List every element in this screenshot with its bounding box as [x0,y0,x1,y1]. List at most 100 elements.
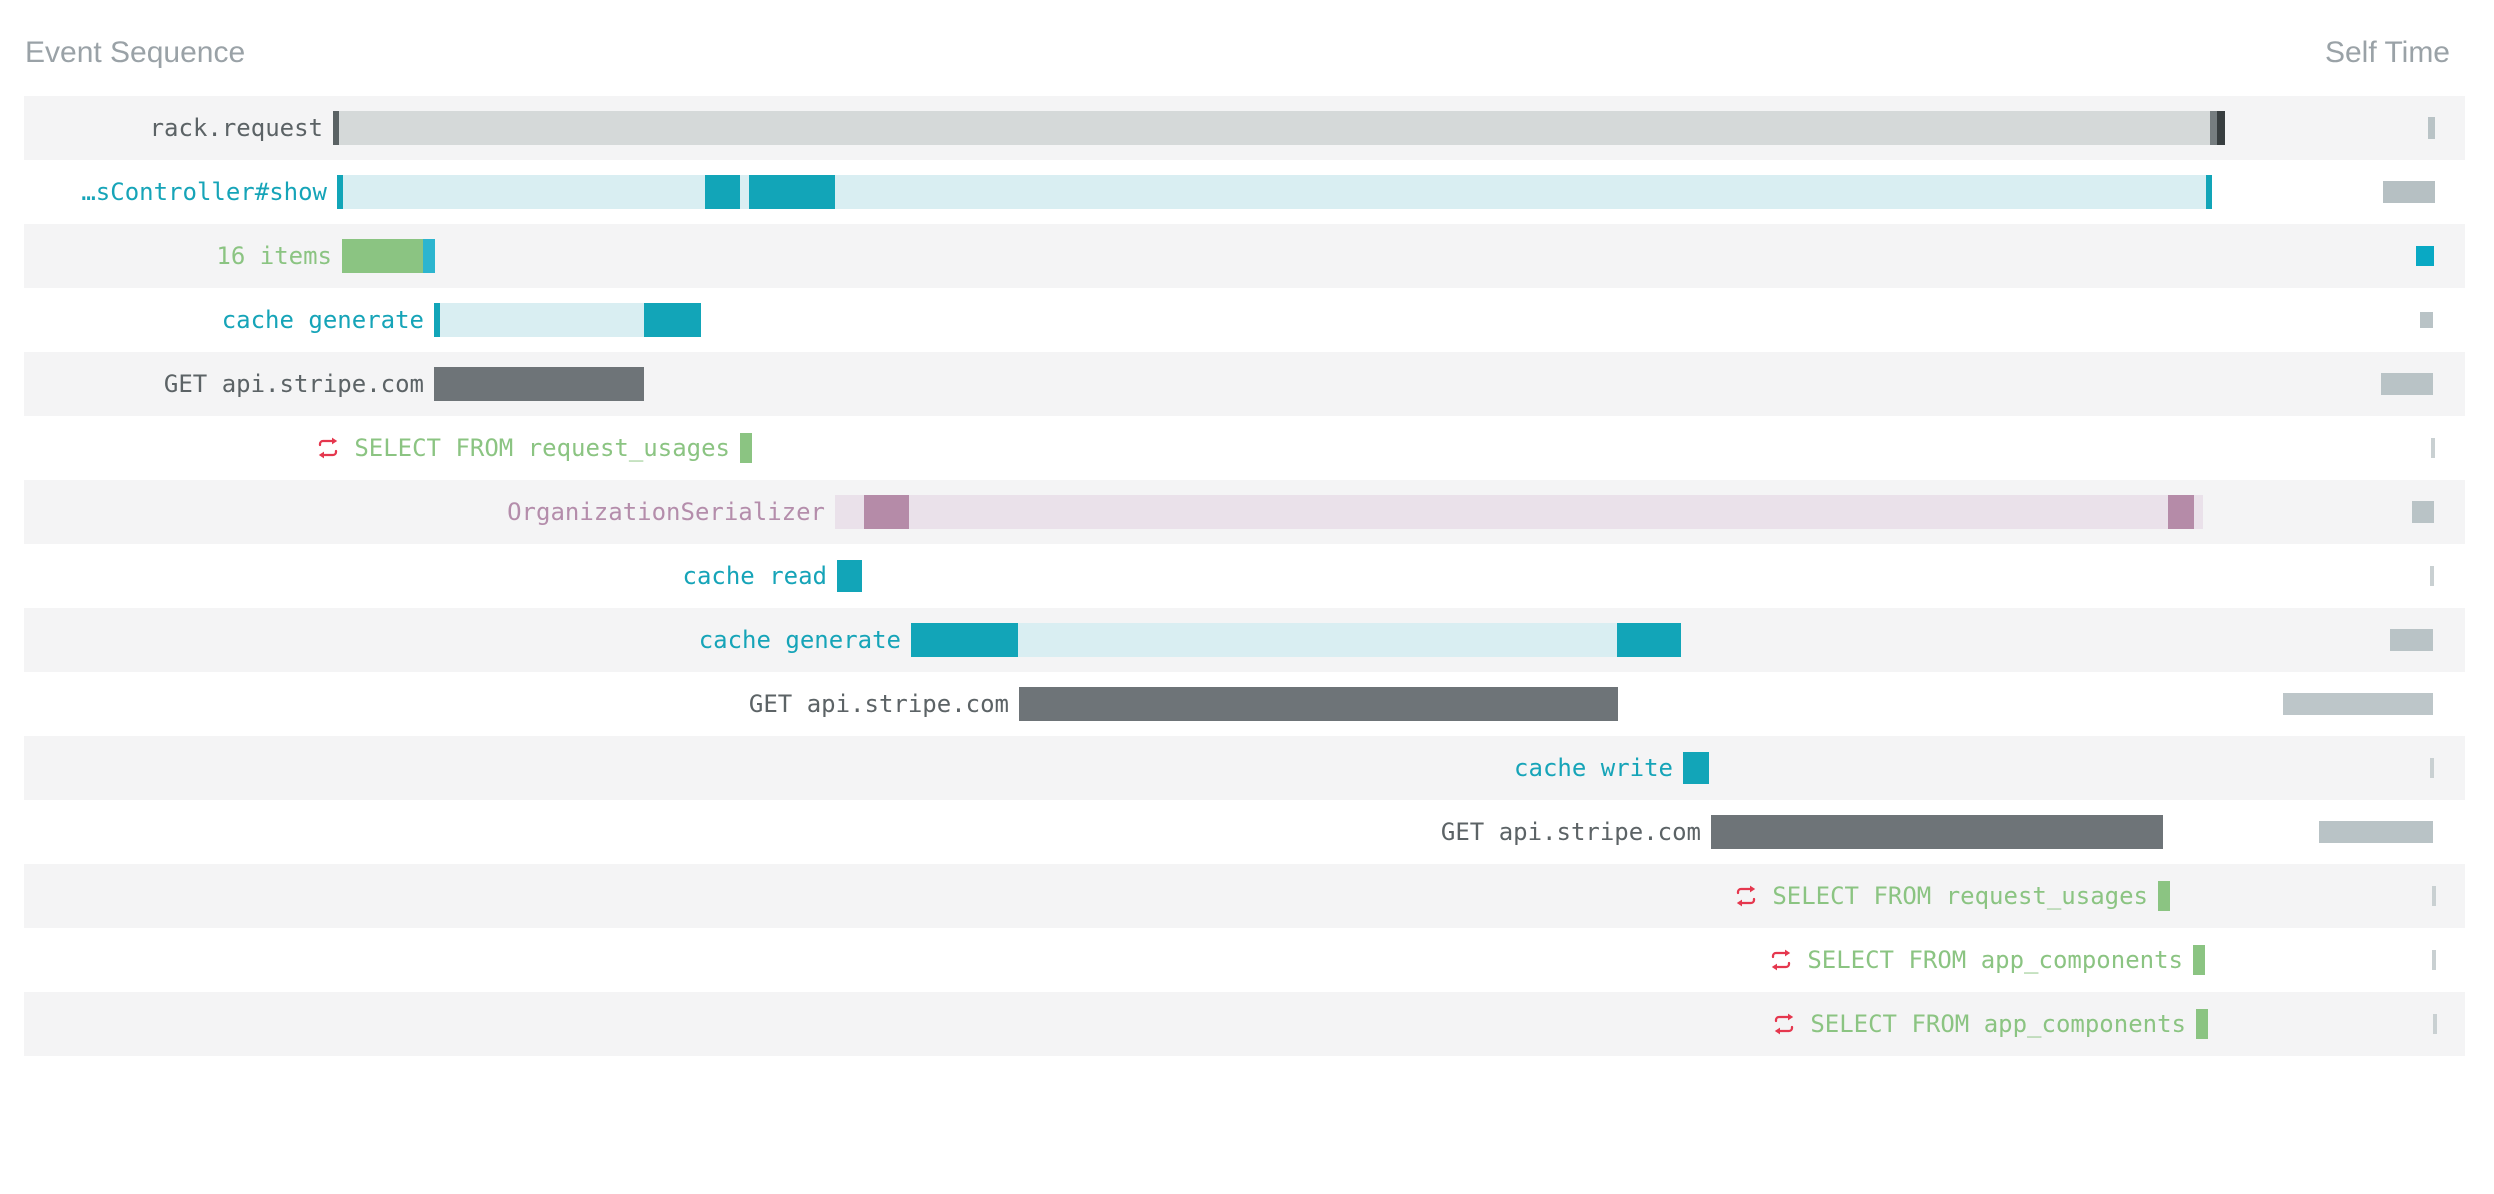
duration-bar-segment [837,560,862,592]
event-label-group: cache generate [24,608,901,672]
self-time-bar [2390,629,2433,651]
trace-row[interactable]: cache write [24,736,2465,800]
self-time-bar [2383,181,2435,203]
trace-row[interactable]: cache generate [24,608,2465,672]
trace-row[interactable]: cache generate [24,288,2465,352]
self-time-bar [2412,501,2434,523]
self-time-bar [2432,950,2436,970]
self-time-bar [2431,438,2435,458]
trace-row[interactable]: GET api.stripe.com [24,672,2465,736]
event-label: SELECT FROM request_usages [354,434,730,462]
duration-bar-segment [434,367,644,401]
self-time-bar [2420,312,2433,328]
duration-bar-segment [342,239,423,273]
event-label-group: 16 items [24,224,332,288]
duration-bar-segment [835,175,2206,209]
repeat-icon [1769,948,1793,972]
duration-bar-segment [2217,111,2225,145]
duration-bar-segment [440,303,644,337]
duration-bar-segment [1018,623,1617,657]
event-label-group: SELECT FROM app_components [24,992,2186,1056]
event-label-group: SELECT FROM request_usages [24,864,2148,928]
event-label: rack.request [149,114,323,142]
self-time-bar [2428,117,2435,139]
trace-row[interactable]: GET api.stripe.com [24,352,2465,416]
event-label-group: OrganizationSerializer [24,480,825,544]
event-label-group: GET api.stripe.com [24,672,1009,736]
event-label-group: rack.request [24,96,323,160]
event-label-group: GET api.stripe.com [24,352,424,416]
event-label: …sController#show [81,178,327,206]
duration-bar-segment [434,303,440,337]
column-header-event-sequence: Event Sequence [25,36,246,69]
self-time-bar [2430,758,2434,778]
duration-bar-segment [343,175,705,209]
duration-bar-segment [740,433,752,463]
event-label: GET api.stripe.com [1440,818,1701,846]
duration-bar-segment [911,623,1018,657]
self-time-bar [2432,886,2436,906]
duration-bar-segment [740,175,749,209]
duration-bar-segment [909,495,2168,529]
duration-bar-segment [2158,881,2170,911]
event-label-group: cache read [24,544,828,608]
event-label: SELECT FROM app_components [1807,946,2183,974]
repeat-icon [1734,884,1758,908]
event-label: SELECT FROM request_usages [1772,882,2148,910]
event-label: OrganizationSerializer [507,498,825,526]
self-time-bar [2416,246,2434,266]
trace-row[interactable]: SELECT FROM request_usages [24,864,2465,928]
duration-bar-segment [1617,623,1681,657]
duration-bar-segment [835,495,864,529]
event-label-group: cache write [24,736,1673,800]
event-label: cache read [682,562,828,590]
self-time-bar [2430,566,2434,586]
duration-bar-segment [2196,1009,2208,1039]
column-headers: Event Sequence Self Time [0,0,2494,96]
event-label: 16 items [216,242,332,270]
trace-row[interactable]: GET api.stripe.com [24,800,2465,864]
event-label-group: …sController#show [24,160,327,224]
duration-bar-segment [2194,495,2203,529]
trace-rows: rack.request …sController#show 16 items cac… [24,96,2465,1056]
duration-bar-segment [1711,815,2163,849]
duration-bar-segment [423,239,435,273]
column-header-self-time: Self Time [2324,36,2450,69]
trace-row[interactable]: SELECT FROM request_usages [24,416,2465,480]
duration-bar-segment [1019,687,1618,721]
event-label-group: SELECT FROM request_usages [24,416,730,480]
event-label-group: SELECT FROM app_components [24,928,2183,992]
trace-row[interactable]: OrganizationSerializer [24,480,2465,544]
repeat-icon [1772,1012,1796,1036]
self-time-bar [2319,821,2433,843]
trace-row[interactable]: SELECT FROM app_components [24,992,2465,1056]
self-time-bar [2283,693,2433,715]
event-label: cache generate [698,626,901,654]
duration-bar-segment [1683,752,1709,784]
duration-bar-segment [333,111,339,145]
trace-row[interactable]: rack.request [24,96,2465,160]
duration-bar-segment [339,111,2210,145]
duration-bar-segment [2193,945,2205,975]
duration-bar-segment [864,495,909,529]
trace-row[interactable]: …sController#show [24,160,2465,224]
trace-row[interactable]: SELECT FROM app_components [24,928,2465,992]
trace-row[interactable]: cache read [24,544,2465,608]
self-time-bar [2433,1014,2437,1034]
event-label-group: cache generate [24,288,424,352]
event-label-group: GET api.stripe.com [24,800,1701,864]
event-label: cache write [1514,754,1673,782]
trace-row[interactable]: 16 items [24,224,2465,288]
event-label: SELECT FROM app_components [1810,1010,2186,1038]
duration-bar-segment [749,175,835,209]
duration-bar-segment [2206,175,2212,209]
event-label: cache generate [221,306,424,334]
self-time-bar [2381,373,2433,395]
duration-bar-segment [644,303,701,337]
duration-bar-segment [2210,111,2217,145]
duration-bar-segment [2168,495,2194,529]
duration-bar-segment [705,175,740,209]
duration-bar-segment [337,175,343,209]
repeat-icon [316,436,340,460]
